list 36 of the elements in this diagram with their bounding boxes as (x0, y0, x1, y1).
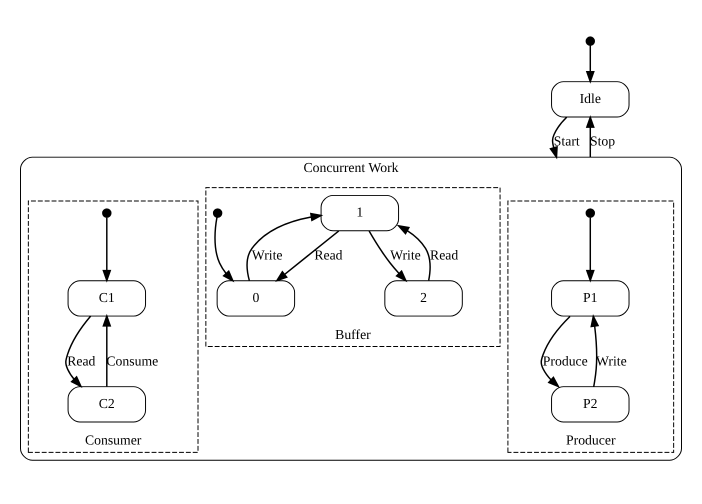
node-box: P1 (551, 280, 630, 316)
node-box: P2 (551, 386, 630, 422)
node-box: 2 (384, 280, 463, 316)
node-box: Idle (551, 80, 630, 117)
arrow (214, 216, 234, 282)
node-box: C1 (68, 280, 146, 316)
arrow (246, 212, 324, 280)
arrow (540, 315, 570, 388)
node-box: 0 (216, 280, 296, 316)
arrow (586, 114, 595, 157)
edge-label: Produce (542, 352, 588, 368)
node-box: C2 (68, 386, 146, 422)
node-circle (586, 208, 596, 218)
arrow (275, 230, 340, 282)
arrow (586, 44, 595, 84)
node-box: 1 (320, 194, 400, 231)
edge-label: Write (596, 352, 627, 368)
arrow (590, 314, 600, 386)
arrow (65, 315, 92, 388)
edge-label: Read (67, 352, 96, 368)
arrow (102, 217, 112, 282)
edge-label: Write (390, 246, 421, 262)
arrow (368, 230, 408, 282)
node-circle (586, 36, 596, 46)
arrow (549, 116, 568, 159)
edge-label: Consume (106, 352, 158, 368)
arrow (102, 313, 112, 386)
arrow (396, 224, 431, 280)
edge-label: Read (430, 246, 458, 262)
edge-label: Stop (590, 133, 616, 148)
node-circle (102, 208, 112, 218)
edge-label: Write (252, 246, 282, 262)
node-circle (212, 208, 222, 218)
edge-label: Start (554, 133, 580, 148)
edge-label: Read (314, 246, 343, 262)
arrow (586, 217, 595, 282)
